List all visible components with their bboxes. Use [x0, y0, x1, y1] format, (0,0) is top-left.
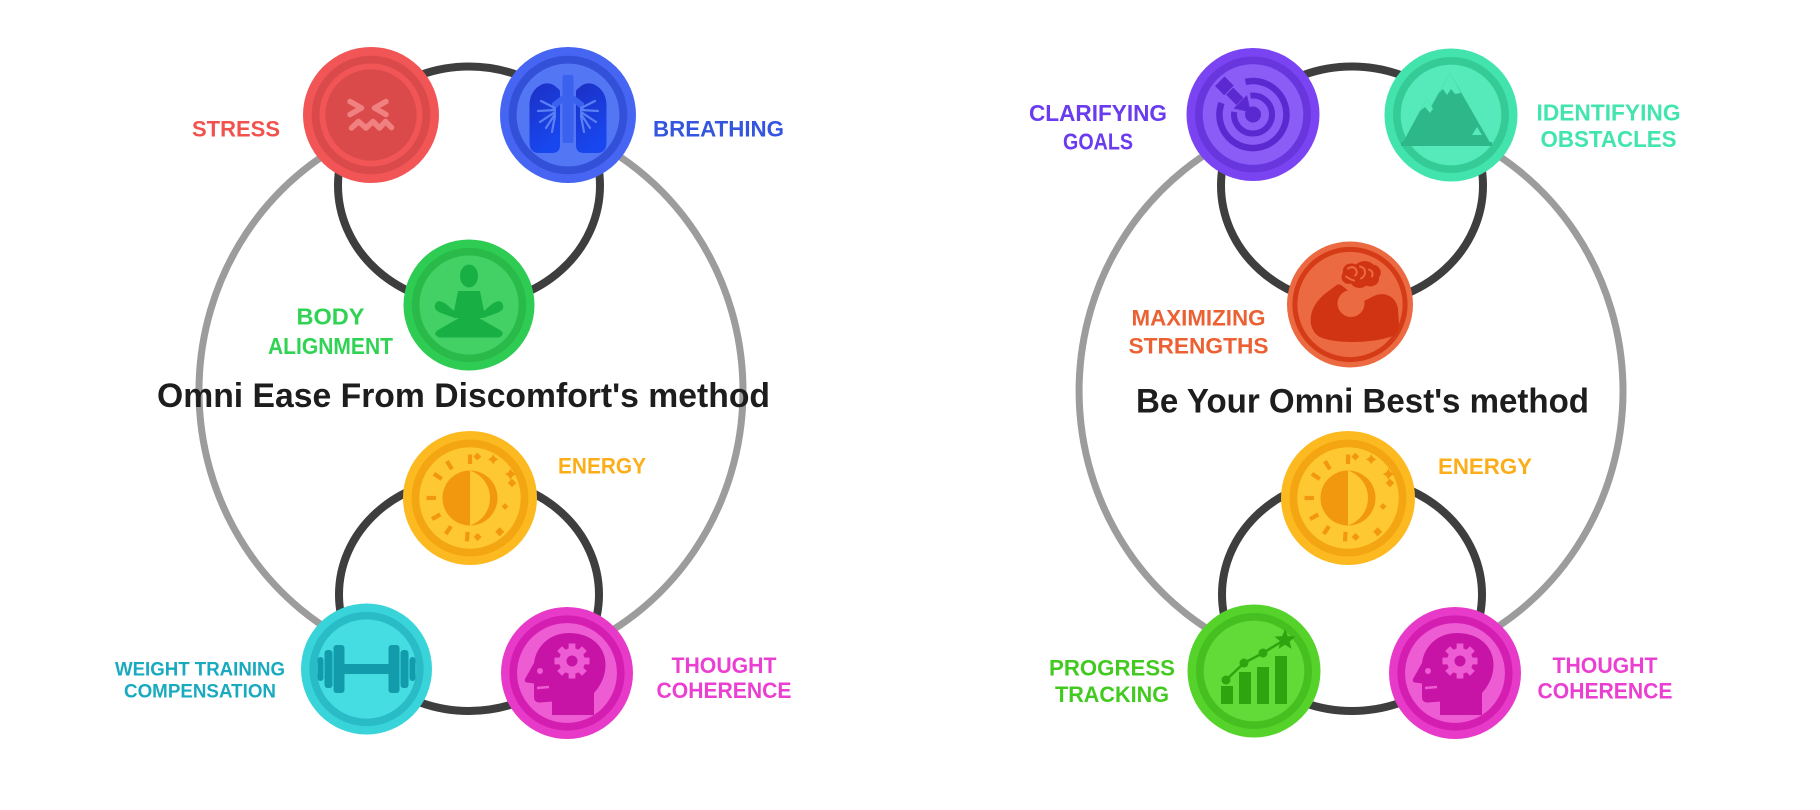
svg-text:COHERENCE: COHERENCE: [1538, 679, 1673, 704]
svg-text:PROGRESS: PROGRESS: [1049, 656, 1175, 681]
svg-text:STRENGTHS: STRENGTHS: [1129, 334, 1269, 359]
svg-text:ENERGY: ENERGY: [1438, 454, 1532, 479]
svg-text:ALIGNMENT: ALIGNMENT: [268, 333, 393, 359]
svg-text:ENERGY: ENERGY: [558, 454, 646, 479]
svg-text:BODY: BODY: [297, 304, 365, 330]
svg-text:OBSTACLES: OBSTACLES: [1541, 126, 1677, 152]
svg-text:CLARIFYING: CLARIFYING: [1029, 100, 1167, 126]
svg-text:MAXIMIZING: MAXIMIZING: [1132, 306, 1266, 331]
svg-text:STRESS: STRESS: [192, 117, 280, 142]
svg-text:IDENTIFYING: IDENTIFYING: [1537, 100, 1681, 126]
svg-text:WEIGHT TRAINING: WEIGHT TRAINING: [115, 660, 285, 681]
svg-text:THOUGHT: THOUGHT: [672, 653, 777, 678]
svg-text:TRACKING: TRACKING: [1055, 682, 1169, 707]
svg-text:COMPENSATION: COMPENSATION: [124, 682, 276, 703]
svg-text:THOUGHT: THOUGHT: [1553, 653, 1658, 678]
svg-text:Omni Ease From Discomfort's me: Omni Ease From Discomfort's method: [157, 377, 770, 415]
svg-text:BREATHING: BREATHING: [653, 117, 784, 142]
svg-text:Be Your Omni Best's method: Be Your Omni Best's method: [1136, 383, 1589, 421]
svg-text:GOALS: GOALS: [1063, 129, 1133, 155]
svg-text:COHERENCE: COHERENCE: [657, 678, 792, 703]
